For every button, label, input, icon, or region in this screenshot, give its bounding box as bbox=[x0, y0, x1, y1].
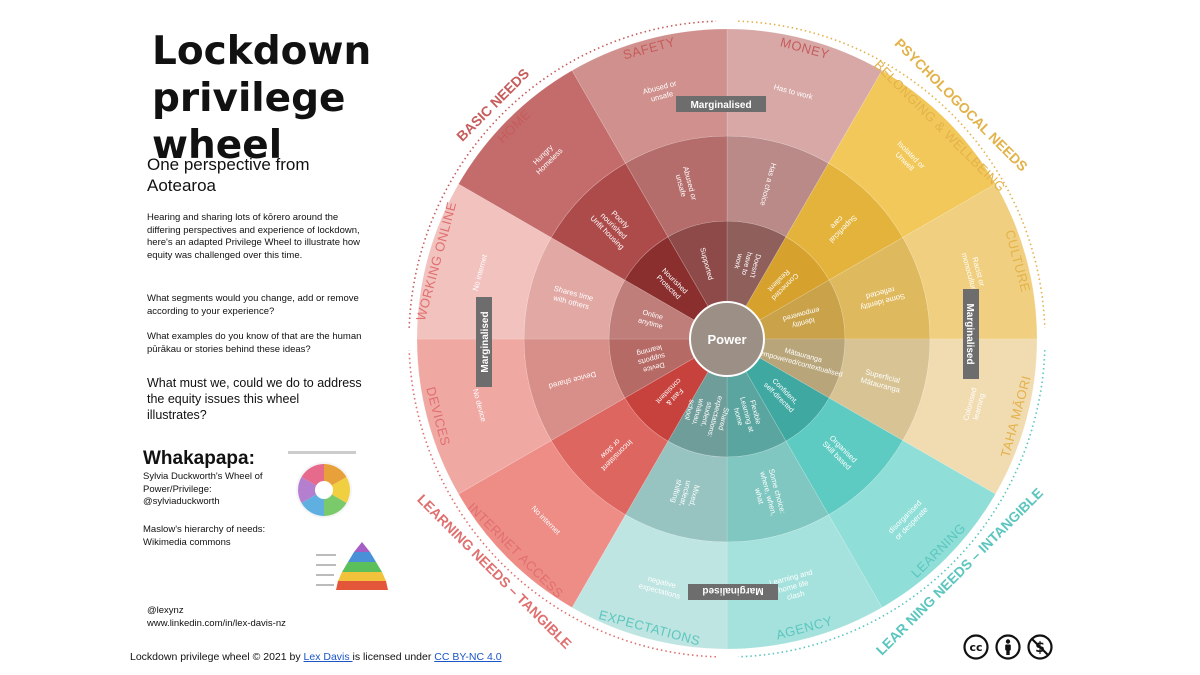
marginalised-tag-bg bbox=[688, 584, 778, 600]
wheel-sector-1-ring-3 bbox=[828, 70, 996, 238]
title-line-2: privilege wheel bbox=[152, 76, 346, 168]
wheel-center-label: Power bbox=[707, 332, 746, 347]
page-title: Lockdown privilege wheel bbox=[152, 28, 452, 169]
wheel-sector-4-ring-2 bbox=[785, 397, 904, 516]
question-3: What must we, could we do to address the… bbox=[147, 376, 362, 422]
marginalised-tag-label: Marginalised bbox=[702, 585, 763, 596]
outer-arc-2 bbox=[408, 350, 716, 658]
author-link[interactable]: Lex Davis bbox=[303, 651, 353, 663]
svg-text:cc: cc bbox=[969, 641, 982, 654]
wheel-sector-7-ring-3 bbox=[458, 440, 626, 608]
mini-wheel-thumbnail bbox=[282, 448, 362, 524]
marginalised-tag: Marginalised bbox=[476, 297, 492, 387]
linkedin-link[interactable]: www.linkedin.com/in/lex-davis-nz bbox=[147, 618, 286, 629]
license-icons: cc $ bbox=[963, 634, 1053, 660]
wheel-sector-10-ring-3 bbox=[458, 70, 626, 238]
marginalised-tag: Marginalised bbox=[676, 96, 766, 112]
wheel-label-line: what bbox=[753, 486, 766, 506]
footer-prefix: Lockdown privilege wheel © 2021 by bbox=[130, 651, 304, 663]
wheel-label-line: clash bbox=[786, 589, 805, 602]
marginalised-tag-label: Marginalised bbox=[964, 303, 975, 364]
question-1: What segments would you change, add or r… bbox=[147, 293, 359, 317]
wheel-sector-11-ring-3 bbox=[571, 28, 728, 164]
wheel-sector-3-ring-3 bbox=[902, 338, 1038, 495]
by-icon bbox=[995, 634, 1021, 660]
license-link[interactable]: CC BY-NC 4.0 bbox=[434, 651, 502, 663]
license-footer: Lockdown privilege wheel © 2021 by Lex D… bbox=[130, 651, 502, 663]
marginalised-tag: Marginalised bbox=[688, 584, 778, 600]
citation-duckworth-handle: @sylviaduckworth bbox=[143, 496, 220, 507]
marginalised-tag-bg bbox=[963, 289, 979, 379]
citation-duckworth-text: Sylvia Duckworth's Wheel of Power/Privil… bbox=[143, 471, 263, 495]
wheel-sector-6-ring-3 bbox=[571, 514, 728, 650]
wheel-sector-9-ring-3 bbox=[416, 183, 552, 340]
wheel-sector-10-ring-2 bbox=[550, 162, 669, 281]
outer-arc-0 bbox=[738, 20, 1046, 328]
twitter-handle: @lexynz bbox=[147, 605, 184, 616]
cc-icon: cc bbox=[963, 634, 989, 660]
wheel-label-line: home bbox=[732, 407, 745, 427]
maslow-pyramid-thumbnail bbox=[316, 542, 388, 590]
whakapapa-heading: Whakapapa: bbox=[143, 448, 255, 469]
nc-icon: $ bbox=[1027, 634, 1053, 660]
question-2: What examples do you know of that are th… bbox=[147, 331, 362, 355]
wheel-center bbox=[689, 301, 765, 377]
wheel-sector-0-ring-3 bbox=[726, 28, 883, 164]
citation-duckworth: Sylvia Duckworth's Wheel of Power/Privil… bbox=[143, 471, 283, 509]
marginalised-tag-bg bbox=[476, 297, 492, 387]
marginalised-tag: Marginalised bbox=[963, 289, 979, 379]
title-line-1: Lockdown bbox=[152, 29, 372, 74]
author-handles: @lexynz www.linkedin.com/in/lex-davis-nz bbox=[147, 604, 367, 630]
outer-arc-3 bbox=[408, 20, 716, 328]
outer-arc-1 bbox=[738, 350, 1046, 658]
wheel-label-line: work bbox=[732, 252, 745, 270]
marginalised-tag-label: Marginalised bbox=[690, 100, 751, 111]
wheel-sector-2-ring-3 bbox=[902, 183, 1038, 340]
citation-maslow: Maslow's hierarchy of needs: Wikimedia c… bbox=[143, 524, 266, 548]
marginalised-tag-bg bbox=[676, 96, 766, 112]
footer-mid: is licensed under bbox=[352, 651, 435, 663]
wheel-sector-5-ring-3 bbox=[726, 514, 883, 650]
wheel-sector-8-ring-3 bbox=[416, 338, 552, 495]
wheel-sector-4-ring-3 bbox=[828, 440, 996, 608]
intro-paragraph: Hearing and sharing lots of kōrero aroun… bbox=[147, 212, 361, 261]
subtitle: One perspective from Aotearoa bbox=[147, 155, 310, 195]
marginalised-tag-label: Marginalised bbox=[480, 311, 491, 372]
